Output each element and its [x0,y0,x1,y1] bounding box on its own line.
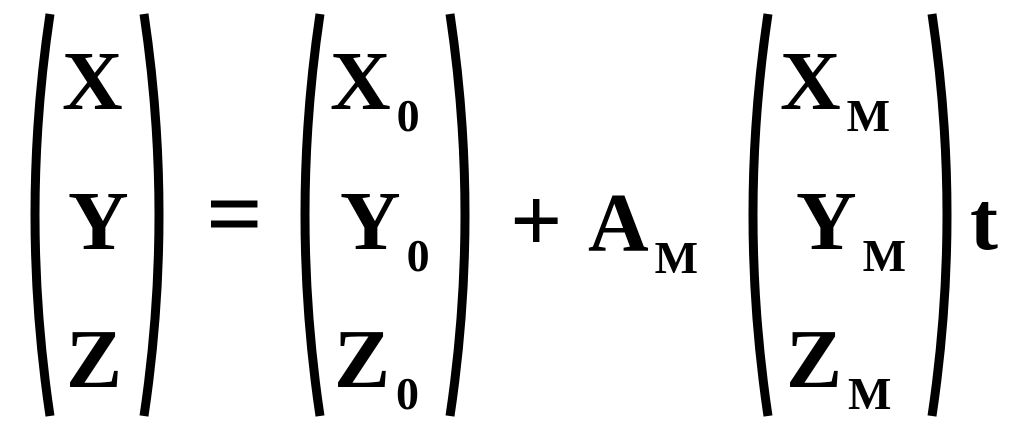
lhs-x: X [62,35,123,128]
right-paren [926,0,970,430]
right-paren [444,0,488,430]
left-paren [282,0,326,430]
left-paren [730,0,774,430]
equals-sign: = [206,158,263,269]
left-paren [12,0,56,430]
lhs-z: Z [66,313,123,406]
param-t: t [970,175,998,268]
right-paren [138,0,182,430]
lhs-y: Y [68,175,129,268]
plus-sign: + [510,169,563,271]
